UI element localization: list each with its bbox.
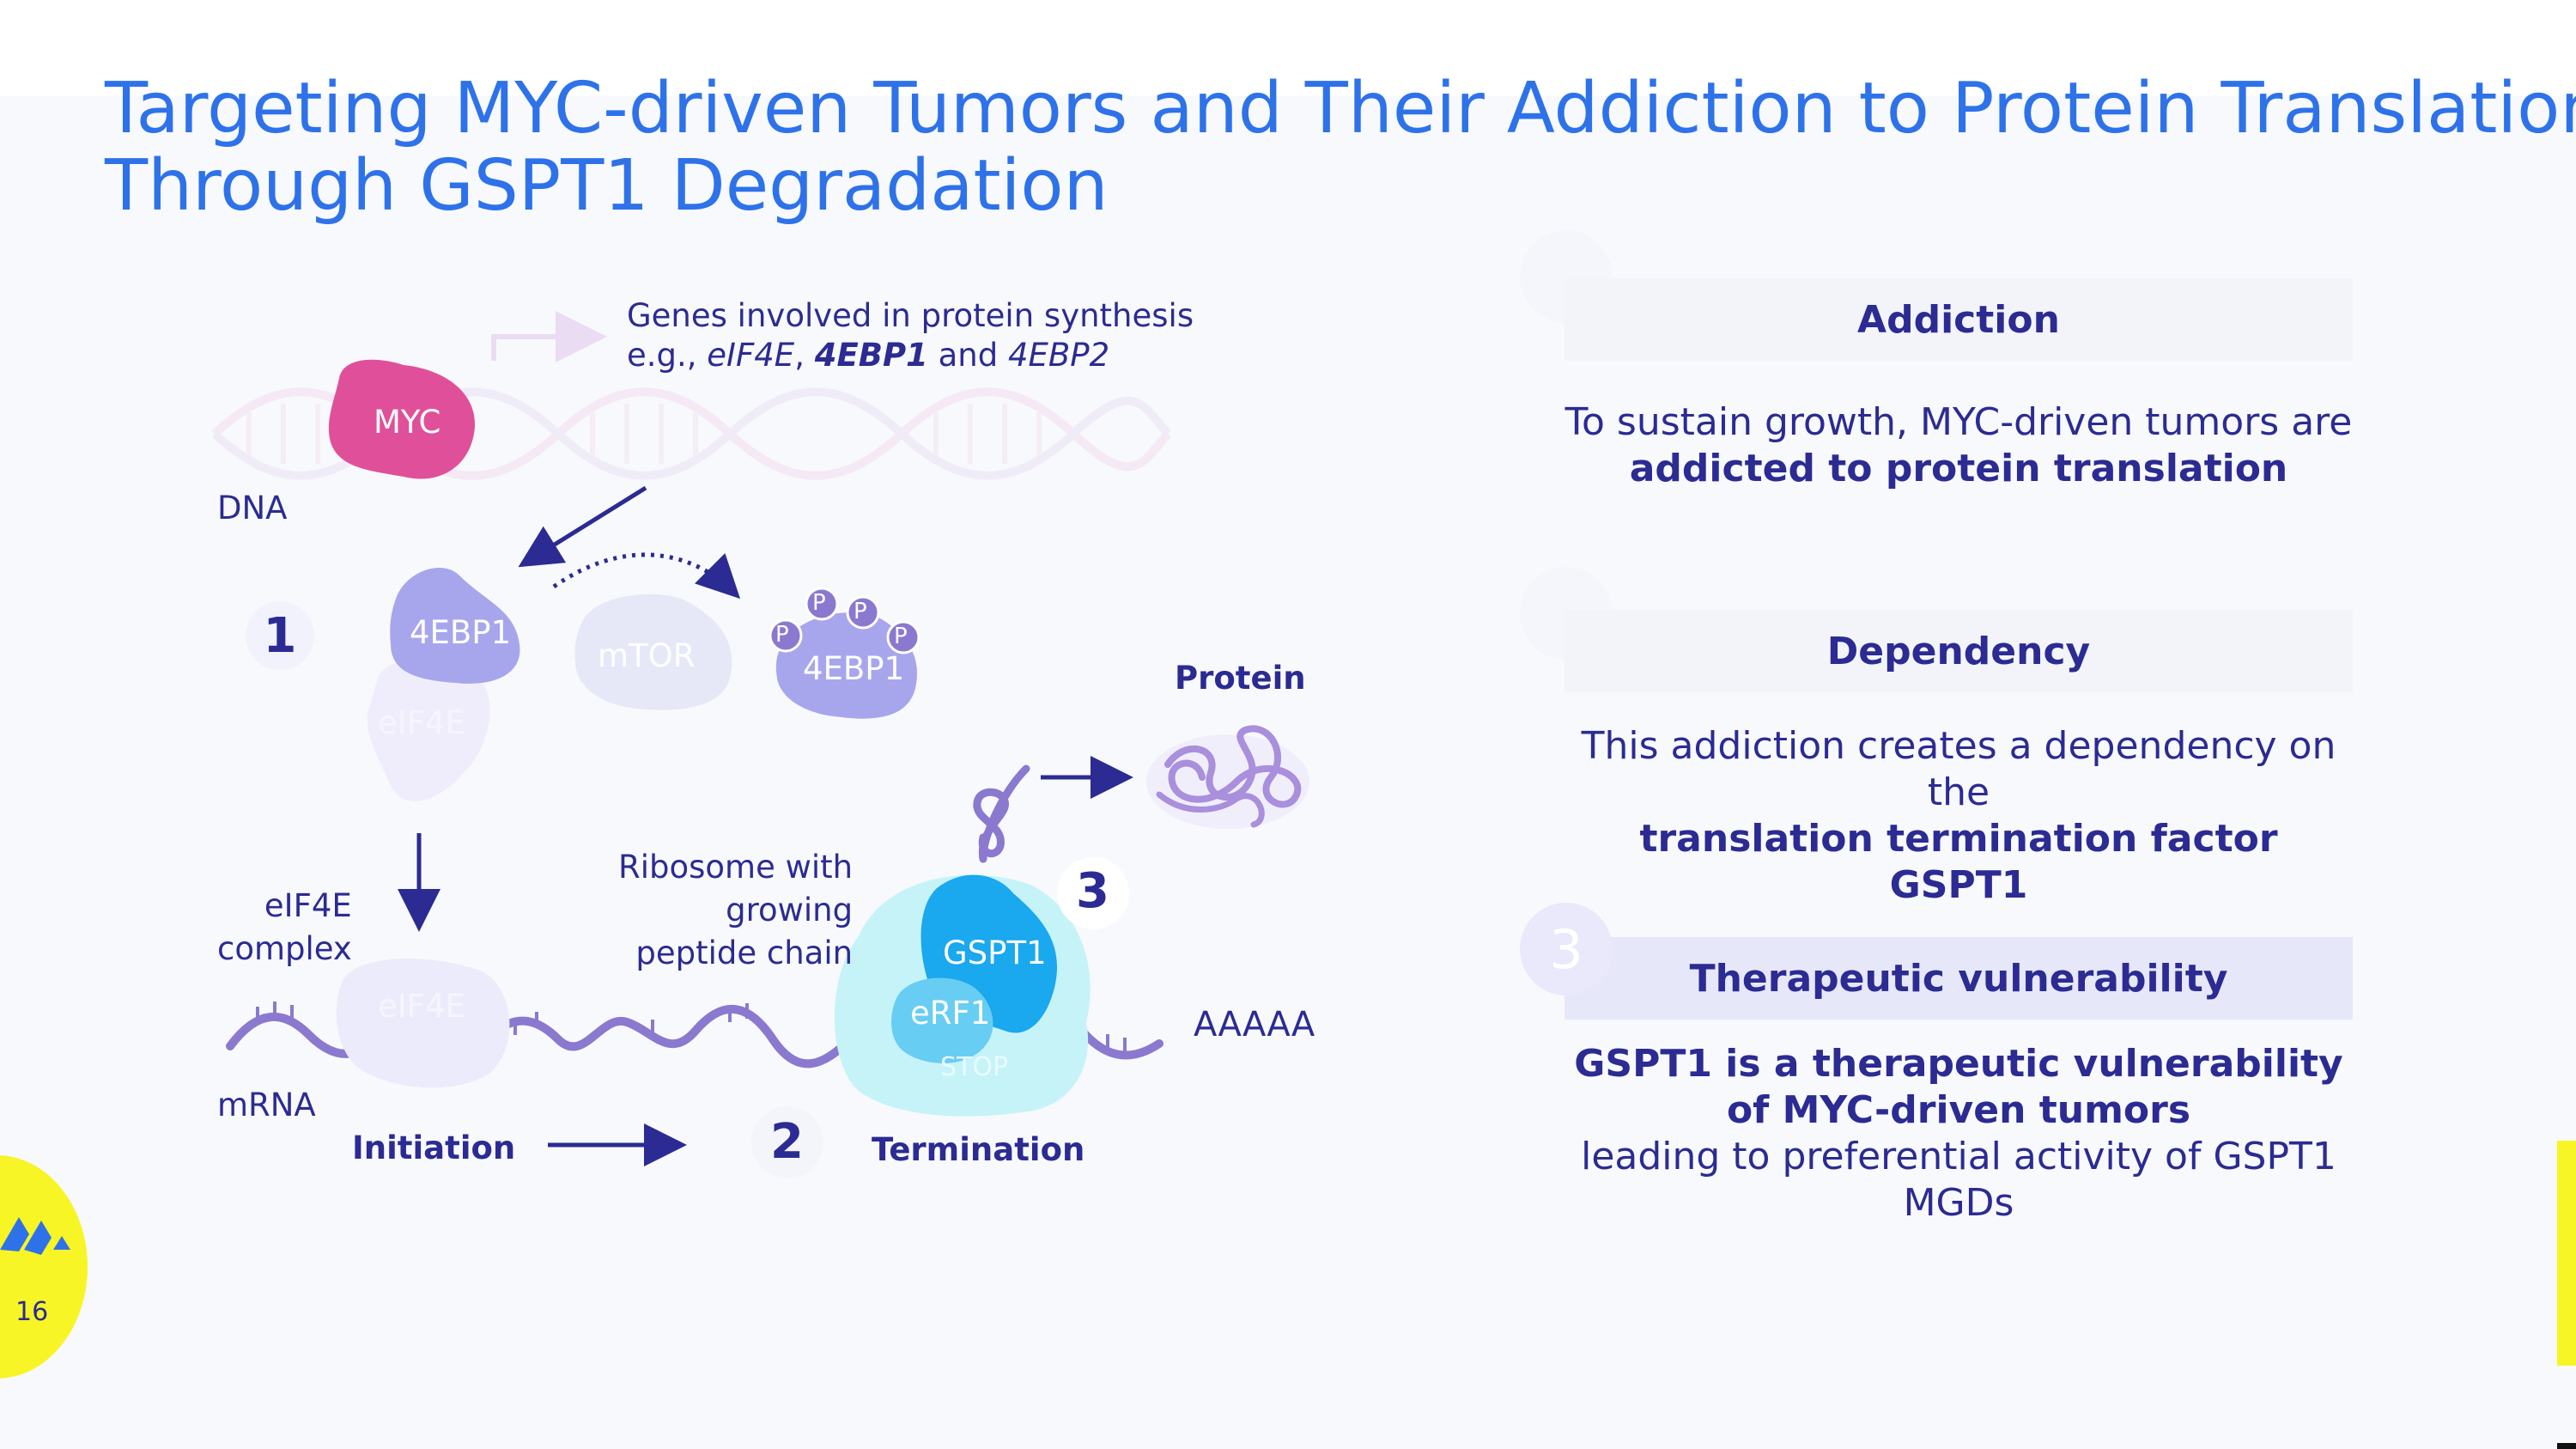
panel-3-heading: Therapeutic vulnerability — [1564, 937, 2353, 1020]
gene-arrow-icon — [491, 311, 607, 362]
myc-label: MYC — [374, 404, 441, 441]
myc-protein-shape — [328, 359, 476, 479]
4ebp1-shape — [390, 568, 520, 684]
gspt1-label: GSPT1 — [943, 935, 1047, 971]
panel-2-body-line1: This addiction creates a dependency on t… — [1581, 724, 2336, 814]
genes-prefix: e.g., — [627, 337, 708, 374]
4ebp1-label: 4EBP1 — [410, 614, 512, 651]
eif4e-faint-label: eIF4E — [378, 704, 465, 741]
panel-1-heading: Addiction — [1564, 278, 2353, 361]
erf1-shape — [891, 977, 993, 1063]
ribosome-label: Ribosome with growing peptide chain — [618, 846, 853, 975]
gene-eif4e: eIF4E — [707, 337, 795, 374]
page-title-line2: Through GSPT1 Degradation — [105, 145, 1109, 227]
4ebp1-phosphorylated-label: 4EBP1 — [803, 650, 905, 687]
4ebp1-phosphorylated-shape — [775, 612, 918, 719]
panel-1-body-bold: addicted to protein translation — [1629, 447, 2288, 490]
page-title: Targeting MYC-driven Tumors and Their Ad… — [105, 68, 2576, 227]
mtor-label: mTOR — [598, 637, 696, 674]
step-3-number: 3 — [1076, 863, 1109, 919]
initiation-label: Initiation — [352, 1129, 516, 1166]
ribosome-line2: growing — [726, 892, 854, 928]
phosphate-label: P — [812, 590, 826, 616]
panel-3-body-bold-line2: of MYC-driven tumors — [1726, 1088, 2191, 1132]
genes-separator: , — [794, 337, 815, 374]
arrow-icon — [518, 485, 647, 568]
protein-label: Protein — [1175, 660, 1306, 697]
mrna-label: mRNA — [217, 1087, 316, 1123]
eif4e-complex-line2: complex — [217, 930, 352, 967]
eif4e-complex-label: eIF4E complex — [217, 885, 352, 971]
step-1-number: 1 — [246, 601, 314, 670]
panel-2-body-bold: translation termination factor GSPT1 — [1639, 817, 2278, 907]
genes-annotation: Genes involved in protein synthesis e.g.… — [627, 296, 1194, 375]
step-2-badge-bg — [751, 1106, 823, 1178]
eif4e-complex-shape — [336, 959, 510, 1088]
erf1-label: eRF1 — [910, 995, 991, 1032]
panel-1-body-line1: To sustain growth, MYC-driven tumors are — [1564, 400, 2353, 444]
phosphate-icon — [846, 595, 880, 630]
panel-1-body: To sustain growth, MYC-driven tumors are… — [1564, 399, 2353, 492]
panel-3-number: 3 — [1520, 903, 1613, 995]
eif4e-complex-line1: eIF4E — [264, 887, 352, 924]
title-band — [0, 0, 2576, 96]
panel-3-body-line1: leading to preferential activity of GSPT… — [1581, 1135, 2336, 1178]
panel-3-body-bold-line1: GSPT1 is a therapeutic vulnerability — [1574, 1042, 2343, 1086]
eif4e-complex-faint-label: eIF4E — [378, 988, 465, 1025]
phosphate-label: P — [775, 622, 789, 648]
ribosome-line1: Ribosome with — [618, 849, 854, 886]
panel-2-heading: Dependency — [1564, 610, 2353, 692]
gene-4ebp1: 4EBP1 — [814, 337, 928, 374]
panel-3-body: GSPT1 is a therapeutic vulnerability of … — [1564, 1041, 2353, 1227]
dotted-arrow-icon — [552, 552, 741, 600]
phosphate-label: P — [854, 599, 867, 624]
phosphate-group-icons — [769, 587, 920, 654]
eif4e-faint-shape — [367, 659, 490, 801]
phosphate-label: P — [894, 624, 908, 649]
company-logo-icon — [0, 1217, 70, 1255]
panel-3-body-line2: MGDs — [1903, 1181, 2014, 1225]
phosphate-icon — [805, 587, 839, 621]
dna-label: DNA — [217, 490, 288, 527]
mechanism-diagram — [211, 311, 1309, 1178]
step-2-number: 2 — [770, 1114, 804, 1170]
gene-4ebp2: 4EBP2 — [1007, 337, 1110, 374]
genes-line1: Genes involved in protein synthesis — [627, 297, 1194, 334]
step-3-badge-bg — [1057, 857, 1129, 929]
corner-mark — [2557, 1443, 2576, 1449]
page-number: 16 — [15, 1297, 49, 1327]
yellow-side-tab — [2557, 1141, 2576, 1366]
polya-tail-label: AAAAA — [1194, 1005, 1315, 1044]
genes-line2: e.g., eIF4E, 4EBP1 and 4EBP2 — [627, 336, 1194, 375]
genes-and: and — [927, 337, 1008, 374]
panel-2-body: This addiction creates a dependency on t… — [1564, 723, 2353, 909]
protein-coil-icon — [1146, 725, 1309, 829]
stop-codon-label: STOP — [940, 1052, 1009, 1082]
ribosome-line3: peptide chain — [635, 935, 854, 971]
page-title-line1: Targeting MYC-driven Tumors and Their Ad… — [105, 68, 2576, 149]
phosphate-icon — [769, 618, 803, 653]
mtor-shape — [574, 594, 732, 710]
phosphate-icon — [886, 620, 920, 654]
termination-label: Termination — [872, 1131, 1085, 1168]
